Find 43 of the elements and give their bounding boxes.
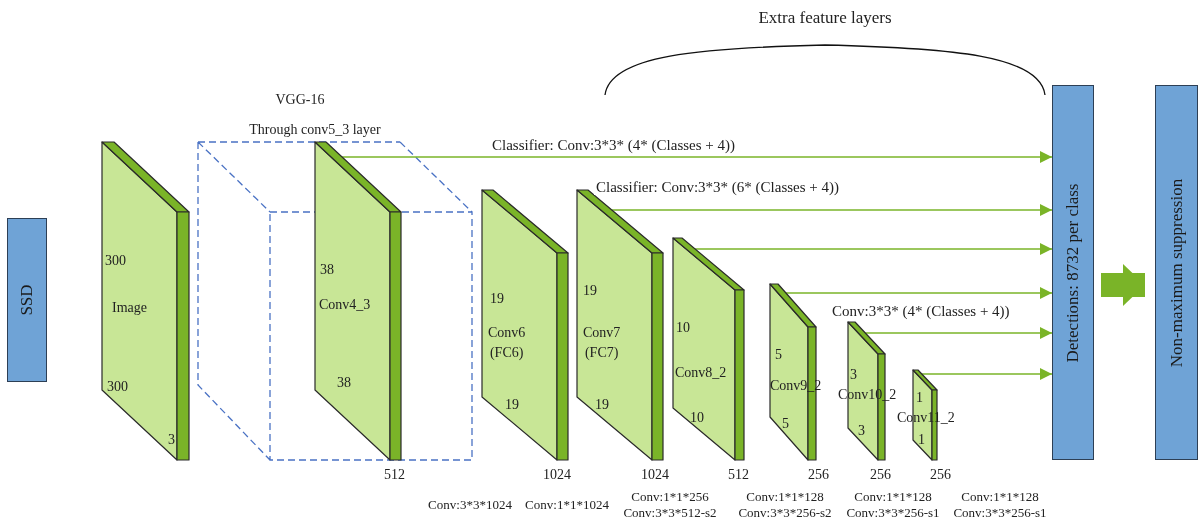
layer-name: Conv7 (FC7) — [583, 324, 621, 362]
channel-count: 1024 — [641, 467, 669, 482]
dimension-value: 1 — [918, 431, 925, 449]
dimension-value: 300 — [107, 378, 128, 396]
stage-label: Detections: 8732 per class — [1063, 183, 1083, 362]
layer-name: Conv6 (FC6) — [488, 324, 526, 362]
channel-count: 512 — [384, 467, 405, 482]
conv-spec-label: Conv:1*1*1024 — [524, 497, 610, 513]
stage-label: SSD — [17, 284, 37, 316]
dimension-value: 19 — [583, 282, 597, 300]
stage-label: Non-maximum suppression — [1166, 178, 1187, 367]
channel-count: 256 — [930, 467, 951, 482]
layer-name: Conv4_3 — [319, 296, 371, 314]
dimension-value: 38 — [337, 374, 351, 392]
dimension-value: 38 — [320, 261, 334, 279]
edge-label: Conv:3*3* (4* (Classes + 4)) — [830, 303, 1012, 319]
layer-name: Conv8_2 — [675, 364, 727, 382]
dimension-value: 5 — [782, 415, 789, 433]
dimension-value: 10 — [676, 319, 690, 337]
channel-count: 1024 — [543, 467, 571, 482]
conv-spec-label: Conv:1*1*128 Conv:3*3*256-s1 — [952, 489, 1048, 521]
group-title: Extra feature layers — [758, 10, 892, 26]
dimension-value: 3 — [850, 366, 857, 384]
conv-spec-label: Conv:3*3*1024 — [427, 497, 513, 513]
conv-spec-label: Conv:1*1*128 Conv:3*3*256-s2 — [737, 489, 833, 521]
dimension-value: 10 — [690, 409, 704, 427]
conv-spec-label: Conv:1*1*256 Conv:3*3*512-s2 — [622, 489, 718, 521]
dimension-value: 5 — [775, 346, 782, 364]
channel-count: 256 — [870, 467, 891, 482]
backbone-label: VGG-16 — [275, 92, 325, 108]
layer-name: Image — [112, 299, 147, 317]
dimension-value: 1 — [916, 389, 923, 407]
edge-label: Classifier: Conv:3*3* (6* (Classes + 4)) — [594, 179, 842, 195]
dimension-value: 19 — [490, 290, 504, 308]
dimension-value: 3 — [168, 431, 175, 449]
dimension-value: 3 — [858, 422, 865, 440]
dimension-value: 19 — [505, 396, 519, 414]
channel-count: 512 — [728, 467, 749, 482]
edge-label: Classifier: Conv:3*3* (4* (Classes + 4)) — [490, 137, 738, 153]
channel-count: 256 — [808, 467, 829, 482]
dimension-value: 19 — [595, 396, 609, 414]
dimension-value: 300 — [105, 252, 126, 270]
conv-spec-label: Conv:1*1*128 Conv:3*3*256-s1 — [845, 489, 941, 521]
